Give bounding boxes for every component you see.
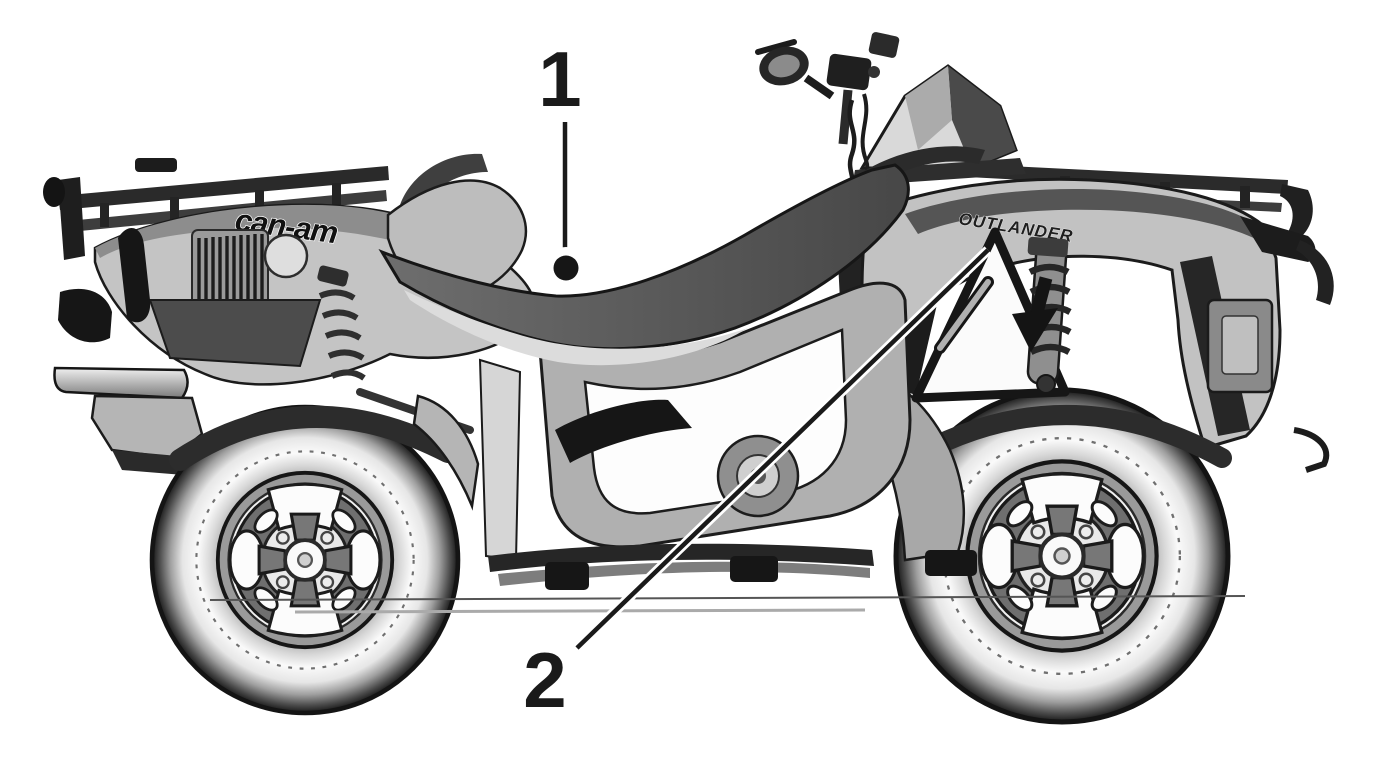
callout-1-dot [553, 255, 579, 281]
footpeg [545, 562, 589, 590]
steering-post [838, 89, 853, 145]
callout-1: 1 [538, 35, 587, 289]
callout-2: 2 [523, 246, 992, 724]
callout-2-label: 2 [523, 636, 566, 724]
callout-2-leader [575, 248, 990, 650]
indicator-arrow [1012, 276, 1058, 352]
hitch-hook [1293, 427, 1330, 473]
front-wheel-arch-shadow [169, 406, 459, 471]
bumper-tube [53, 366, 189, 400]
underbody-line [209, 595, 1246, 601]
underbody-line [294, 608, 866, 614]
fender-band [905, 189, 1266, 244]
fender-lip [412, 394, 480, 511]
seat-base-trim [404, 290, 748, 366]
rear-fender: OUTLANDER [860, 177, 1334, 473]
arrow-head-icon [1012, 308, 1058, 352]
handlebar-clamp [826, 53, 872, 91]
seat [378, 163, 910, 366]
radiator-fins [197, 234, 264, 305]
running-board [209, 358, 1246, 614]
footpeg [925, 550, 977, 576]
engine-block [148, 299, 322, 368]
engine-bay [148, 229, 322, 368]
footpeg [730, 556, 778, 582]
brake-lever [755, 39, 797, 55]
grab-bar [850, 146, 985, 194]
handlebar-mirror-cluster [755, 32, 900, 193]
panel-strut [478, 358, 522, 562]
front-bumper [53, 228, 204, 476]
air-filter [263, 233, 309, 279]
callout-1-label: 1 [538, 35, 581, 123]
frame-rod [937, 279, 991, 351]
